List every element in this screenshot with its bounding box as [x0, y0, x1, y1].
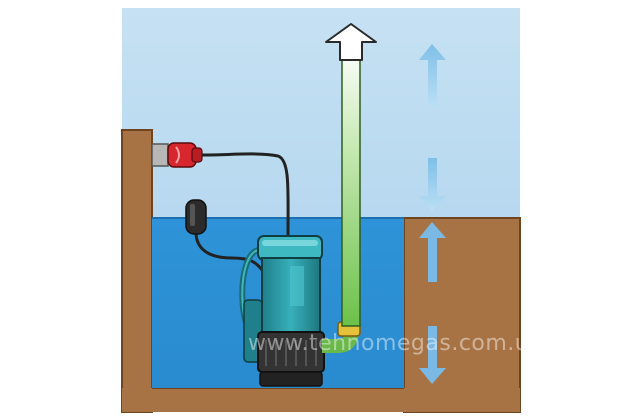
power-plug-icon: [167, 142, 203, 168]
discharge-pipe: [341, 43, 361, 327]
water-level-arrows-icon: [419, 44, 446, 384]
float-switch-icon: [185, 199, 207, 235]
submersible-pump-icon: [257, 235, 325, 387]
wall-socket: [151, 143, 169, 167]
float-cable: [194, 231, 264, 271]
power-cable: [201, 152, 290, 236]
soil-left-bank: [121, 129, 153, 413]
soil-right-bank: [403, 217, 521, 413]
watermark-text: www.tehnomegas.com.ua: [248, 331, 543, 356]
soil-bottom: [122, 388, 520, 412]
outlet-arrow-icon: [325, 23, 377, 61]
